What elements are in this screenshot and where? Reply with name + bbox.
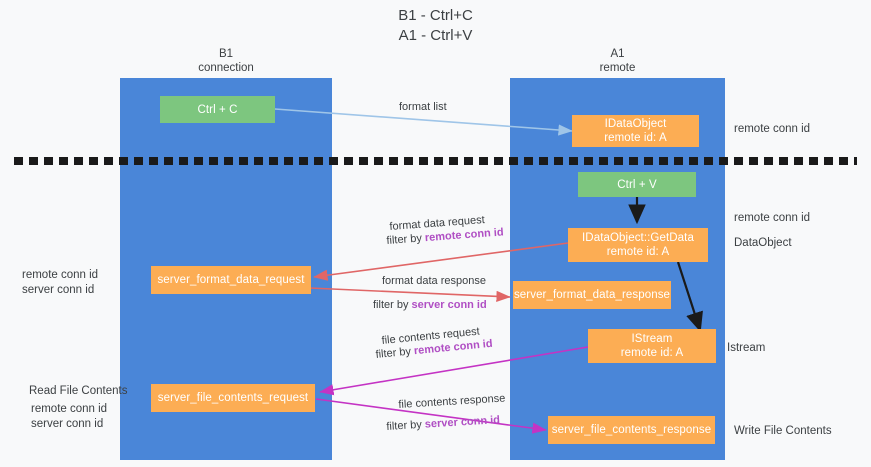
node-idataobject[interactable]: IDataObject remote id: A	[572, 115, 699, 147]
edge-label-format-list: format list	[399, 100, 447, 114]
edge-filter-format-data-response-prefix: filter by	[373, 299, 412, 311]
annotation-remote-conn-id-mid: remote conn id	[734, 212, 811, 224]
node-idataobject-title: IDataObject	[604, 118, 667, 130]
edge-filter-format-data-request-prefix: filter by	[386, 232, 426, 247]
node-server-file-contents-response[interactable]: server_file_contents_response	[548, 416, 715, 444]
node-server-format-data-request[interactable]: server_format_data_request	[151, 266, 311, 294]
node-getdata-subtitle: remote id: A	[606, 246, 670, 258]
annotation-write-file-contents: Write File Contents	[734, 425, 832, 437]
node-ctrl-c-label: Ctrl + C	[197, 103, 238, 116]
node-server-file-contents-request-label: server_file_contents_request	[157, 392, 309, 404]
node-ctrl-c[interactable]: Ctrl + C	[160, 96, 275, 123]
lane-header-a1: A1 remote	[510, 47, 725, 75]
phase-divider	[14, 157, 857, 165]
edge-label-format-data-response: format data response	[382, 274, 486, 288]
node-idataobject-getdata[interactable]: IDataObject::GetData remote id: A	[568, 228, 708, 262]
annotation-left-bottom-remote-conn-id: remote conn id	[31, 403, 108, 415]
lane-header-b1-role: connection	[198, 62, 254, 74]
edge-filter-file-contents-request-prefix: filter by	[375, 345, 415, 361]
edge-file-contents-response	[315, 398, 547, 434]
node-idataobject-subtitle: remote id: A	[604, 132, 667, 144]
edge-getdata-to-istream	[676, 261, 703, 333]
node-istream-subtitle: remote id: A	[620, 347, 684, 359]
node-getdata-title: IDataObject::GetData	[582, 232, 694, 244]
node-server-file-contents-response-label: server_file_contents_response	[551, 424, 712, 436]
annotation-remote-conn-id-top: remote conn id	[734, 123, 811, 135]
node-server-format-data-response[interactable]: server_format_data_response	[513, 281, 671, 309]
edge-file-contents-request	[319, 346, 589, 396]
node-ctrl-v[interactable]: Ctrl + V	[578, 172, 696, 197]
edge-format-list	[274, 108, 573, 136]
edge-format-data-response	[309, 287, 511, 302]
annotation-istream: Istream	[727, 342, 766, 354]
annotation-read-file-contents: Read File Contents	[29, 385, 128, 397]
annotation-left-mid-remote-conn-id: remote conn id	[22, 269, 99, 281]
edge-label-format-list-text: format list	[399, 101, 447, 113]
title-line-2: A1 - Ctrl+V	[398, 27, 473, 44]
edge-filter-file-contents-response-prefix: filter by	[386, 418, 426, 433]
node-istream[interactable]: IStream remote id: A	[588, 329, 716, 363]
annotation-left-mid-server-conn-id: server conn id	[22, 284, 95, 296]
lane-header-b1-name: B1	[218, 48, 234, 60]
edge-label-format-data-response-text: format data response	[382, 275, 486, 287]
node-server-format-data-request-label: server_format_data_request	[157, 274, 305, 286]
node-server-format-data-response-label: server_format_data_response	[513, 289, 671, 301]
edge-filter-format-data-response: filter by server conn id	[373, 298, 487, 312]
diagram-title: B1 - Ctrl+C A1 - Ctrl+V	[0, 6, 871, 46]
edge-filter-format-data-response-key: server conn id	[411, 299, 487, 311]
annotation-left-bottom-server-conn-id: server conn id	[31, 418, 104, 430]
node-istream-title: IStream	[631, 333, 673, 345]
node-ctrl-v-label: Ctrl + V	[617, 178, 657, 191]
edge-format-data-request	[313, 242, 569, 281]
lane-header-a1-role: remote	[599, 62, 636, 74]
lane-header-b1: B1 connection	[120, 47, 332, 75]
node-server-file-contents-request[interactable]: server_file_contents_request	[151, 384, 315, 412]
lane-header-a1-name: A1	[610, 48, 625, 60]
title-line-1: B1 - Ctrl+C	[398, 7, 473, 24]
annotation-dataobject: DataObject	[734, 237, 792, 249]
